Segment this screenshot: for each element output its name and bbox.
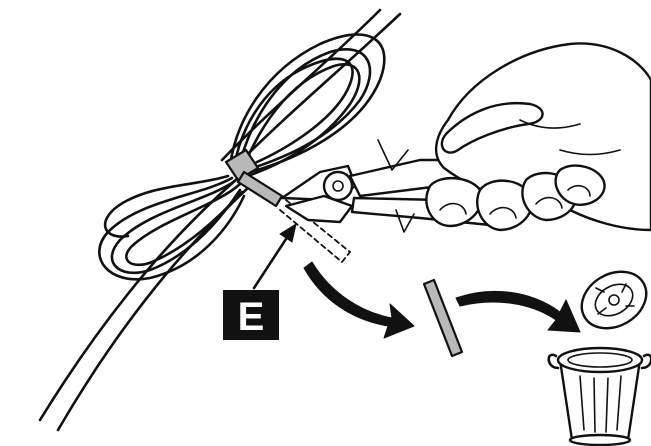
callout-label: E [238, 295, 265, 339]
curved-arrow-icon [304, 262, 414, 338]
coiled-cable-icon [40, 10, 400, 430]
callout-e: E [223, 290, 279, 340]
trash-can-icon [549, 260, 651, 445]
curved-arrow-to-trash-icon [456, 291, 580, 332]
cut-zip-tie-tail-icon [424, 280, 462, 356]
callout-pointer [254, 224, 296, 288]
hand-icon [426, 43, 651, 230]
